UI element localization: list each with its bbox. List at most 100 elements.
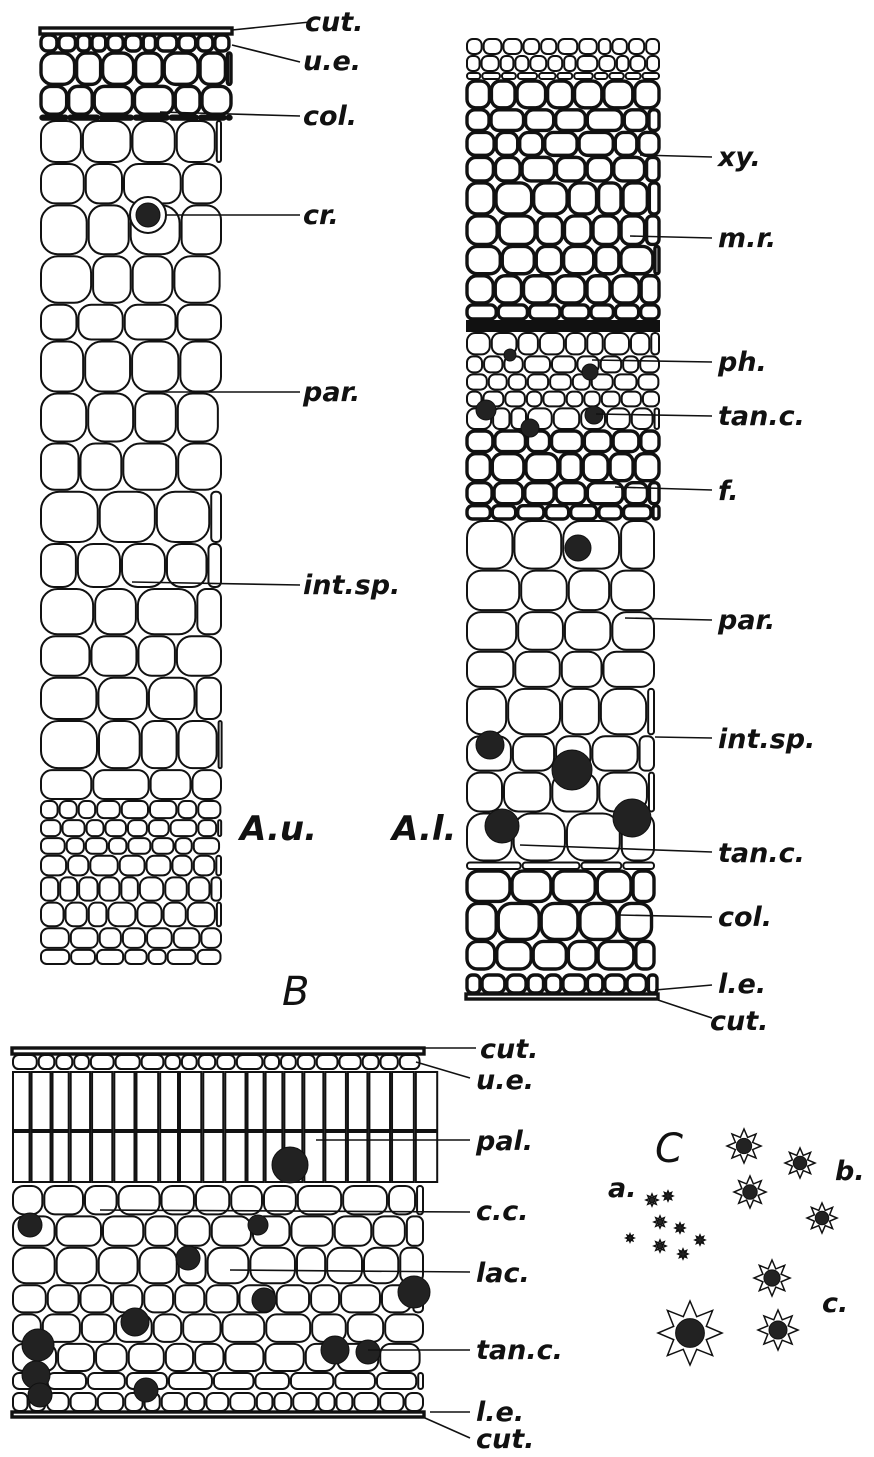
b-palisade-cell [71, 1072, 90, 1130]
al-fiber-cell [610, 454, 633, 481]
b-spongy-cell [145, 1216, 175, 1245]
au-parenchyma-cell [41, 544, 76, 587]
al-collenchyma-cell [580, 903, 617, 939]
al-phloem-cell [550, 374, 571, 389]
b-spongy-cell [291, 1373, 333, 1389]
au-small-cell [90, 856, 117, 876]
al-xylem-small-cell [503, 39, 521, 54]
au-parenchyma-cell [192, 770, 221, 799]
au-parenchyma-cell [183, 164, 221, 203]
b-lower-epidermis-cell [230, 1393, 255, 1411]
al-lower-epidermis-cell [605, 975, 625, 993]
b-tannin-deposit [398, 1276, 430, 1308]
b-spongy-cell [154, 1314, 182, 1341]
b-palisade-cell [348, 1072, 367, 1130]
b-palisade-cell [71, 1132, 90, 1182]
au-small-cell [149, 820, 169, 836]
al-tannin-deposit [504, 349, 516, 361]
au-small-cell [218, 820, 221, 836]
au-small-cell [128, 838, 150, 854]
au-collenchyma-cell [77, 53, 101, 84]
b-upper-cuticle [12, 1048, 424, 1054]
al-phloem-cell [638, 374, 658, 389]
al-xylem-cell [467, 110, 489, 131]
au-parenchyma-cell [41, 121, 81, 162]
b-spongy-cell [177, 1216, 210, 1245]
al-xylem-small-cell [643, 73, 659, 79]
b-upper-epidermis-cell [13, 1055, 37, 1069]
au-upper-epidermis-cell [108, 35, 123, 51]
al-xylem-small-cell [548, 56, 562, 71]
au-upper-epidermis-cell [179, 35, 196, 51]
b-palisade-cell [32, 1072, 51, 1130]
al-xylem-cell [624, 110, 647, 131]
al-phloem-cell [484, 356, 502, 372]
b-label-pal: pal. [475, 1126, 533, 1157]
b-spongy-cell [343, 1186, 387, 1214]
au-parenchyma-cell [41, 394, 86, 442]
al-phloem-cell [607, 408, 630, 429]
al-xylem-small-cell [467, 39, 482, 54]
al-lower-epidermis-cell [587, 975, 602, 993]
b-lower-epidermis-cell [257, 1393, 273, 1411]
al-parenchyma-cell [467, 612, 516, 650]
al-collenchyma-cell [636, 941, 654, 969]
al-xylem-cell [529, 305, 559, 319]
c-druse-core [793, 1156, 807, 1170]
al-parenchyma-cell [514, 521, 561, 569]
b-spongy-cell [377, 1373, 416, 1389]
al-fiber-cell [571, 506, 597, 519]
au-parenchyma-cell [177, 121, 215, 162]
au-small-cell [140, 877, 163, 900]
b-upper-epidermis-cell [217, 1055, 235, 1069]
b-upper-epidermis-cell [142, 1055, 164, 1069]
b-tannin-deposit [248, 1215, 268, 1235]
b-spongy-cell [144, 1285, 173, 1312]
b-upper-epidermis-cell [165, 1055, 180, 1069]
b-spongy-cell [255, 1373, 288, 1389]
b-spongy-cell [407, 1216, 423, 1245]
al-xylem-small-cell [558, 73, 573, 79]
au-small-cell [188, 903, 215, 927]
al-fiber-cell [649, 483, 659, 504]
al-phloem-cell [525, 356, 550, 372]
al-xylem-cell [556, 157, 585, 181]
c-druse-core [657, 1219, 662, 1224]
al-xylem-cell [564, 216, 591, 245]
al-xylem-cell [502, 246, 534, 273]
au-parenchyma-cell [178, 444, 221, 490]
au-small-cell [41, 950, 69, 964]
al-xylem-small-cell [599, 56, 615, 71]
au-parenchyma-cell [91, 636, 136, 676]
au-small-cell [41, 801, 58, 818]
al-phloem-cell [601, 356, 621, 372]
c-panel-letter: C [655, 1126, 683, 1172]
au-label-cr: cr. [303, 200, 339, 231]
au-parenchyma-cell [93, 770, 148, 799]
au-parenchyma-cell [125, 305, 176, 340]
b-upper-epidermis-cell [116, 1055, 140, 1069]
au-leader-cut [232, 22, 310, 30]
al-phloem-cell [631, 333, 649, 354]
b-upper-epidermis-cell [281, 1055, 296, 1069]
al-phloem-cell [584, 392, 599, 407]
b-palisade-cell [325, 1072, 346, 1130]
al-xylem-small-cell [617, 56, 629, 71]
al-phloem-cell [615, 374, 637, 389]
au-parenchyma-cell [78, 305, 122, 340]
c-label-a: a. [608, 1173, 636, 1204]
al-label-f: f. [718, 476, 739, 507]
au-parenchyma-cell [219, 721, 222, 768]
b-spongy-cell [418, 1373, 423, 1389]
au-small-cell [216, 856, 221, 876]
au-collenchyma-cell [202, 86, 231, 114]
al-xylem-cell [647, 216, 659, 245]
b-lower-epidermis-cell [293, 1393, 316, 1411]
al-xylem-cell [623, 183, 647, 214]
al-parenchyma-cell [604, 652, 654, 687]
al-xylem-small-cell [646, 39, 659, 54]
al-fiber-cell [467, 483, 492, 504]
al-xylem-cell [612, 276, 639, 303]
b-spongy-cell [96, 1344, 127, 1371]
